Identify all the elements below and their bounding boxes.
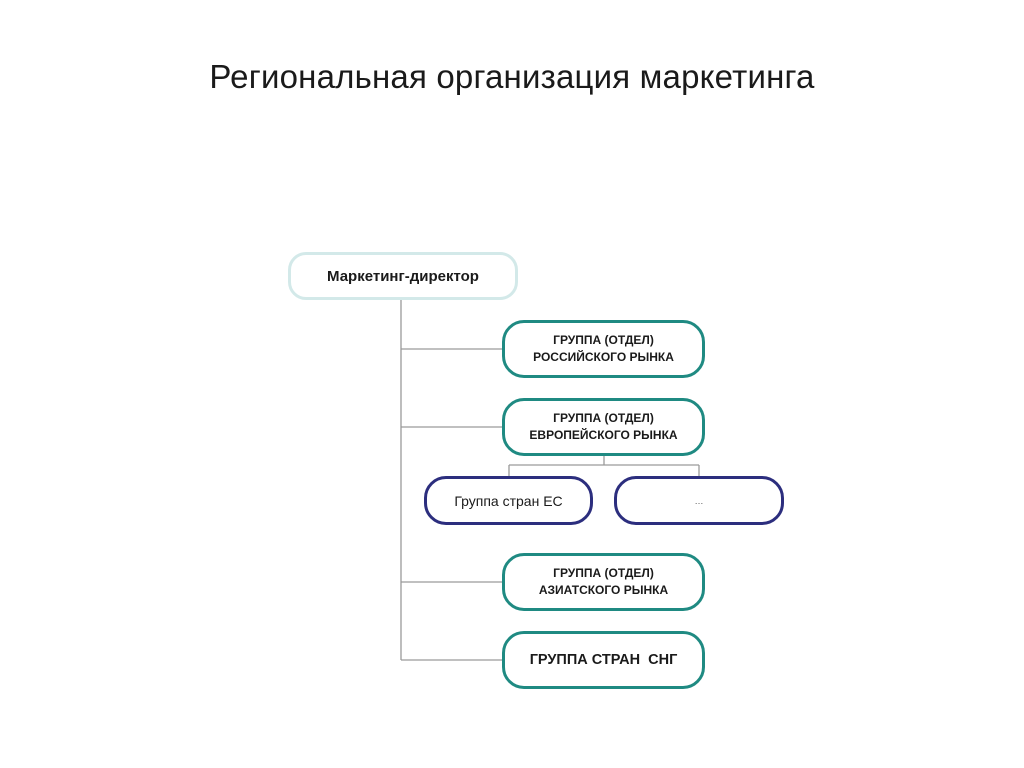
other-subgroups-node: … xyxy=(614,476,784,525)
asian-market-line1: ГРУППА (ОТДЕЛ) xyxy=(553,566,654,580)
european-market-line2: ЕВРОПЕЙСКОГО РЫНКА xyxy=(529,428,678,442)
european-market-group-node: ГРУППА (ОТДЕЛ) ЕВРОПЕЙСКОГО РЫНКА xyxy=(502,398,705,456)
european-market-line1: ГРУППА (ОТДЕЛ) xyxy=(553,411,654,425)
marketing-director-label: Маркетинг-директор xyxy=(327,267,479,285)
russian-market-line1: ГРУППА (ОТДЕЛ) xyxy=(553,333,654,347)
asian-market-group-node: ГРУППА (ОТДЕЛ) АЗИАТСКОГО РЫНКА xyxy=(502,553,705,611)
russian-market-group-node: ГРУППА (ОТДЕЛ) РОССИЙСКОГО РЫНКА xyxy=(502,320,705,378)
page-title: Региональная организация маркетинга xyxy=(209,58,815,95)
asian-market-line2: АЗИАТСКОГО РЫНКА xyxy=(538,583,669,597)
russian-market-line2: РОССИЙСКОГО РЫНКА xyxy=(533,350,674,364)
other-subgroups-label: … xyxy=(694,495,704,506)
cis-countries-label: ГРУППА СТРАН СНГ xyxy=(529,651,678,668)
marketing-director-node: Маркетинг-директор xyxy=(288,252,518,300)
cis-countries-group-node: ГРУППА СТРАН СНГ xyxy=(502,631,705,689)
eu-countries-group-node: Группа стран ЕС xyxy=(424,476,593,525)
eu-countries-label: Группа стран ЕС xyxy=(454,492,563,509)
